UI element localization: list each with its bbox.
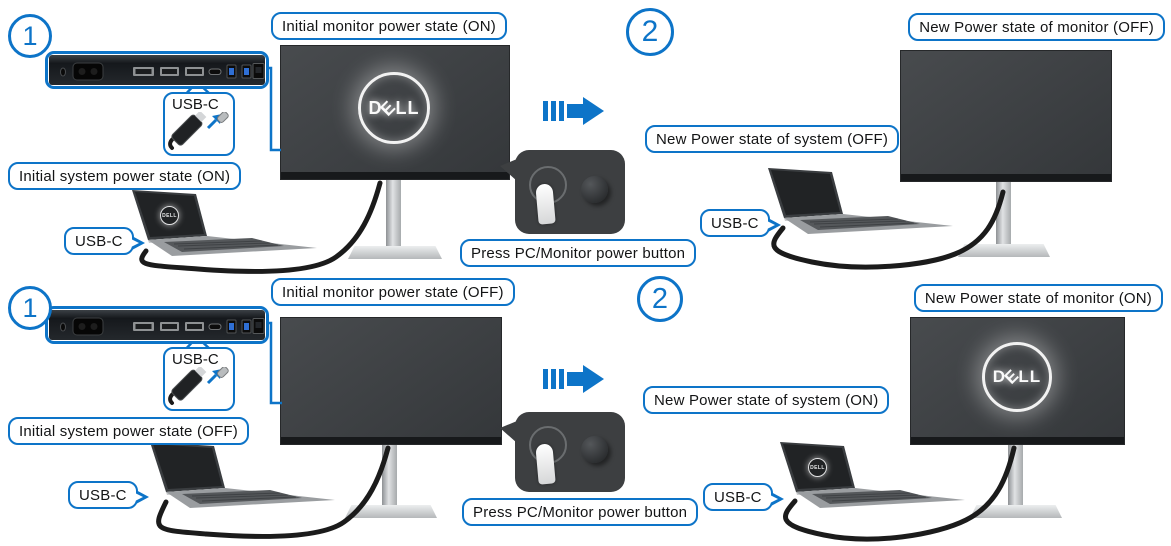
usbc-plug-icon: [168, 112, 229, 150]
monitor-screen-off: [280, 317, 502, 445]
initial-monitor-state-label: Initial monitor power state (OFF): [271, 278, 515, 306]
dell-logo-letter: LL: [1018, 367, 1042, 386]
inlet-pin: [78, 68, 86, 75]
new-system-state-label: New Power state of system (ON): [643, 386, 890, 414]
hdmi-port-inner: [135, 69, 152, 74]
monitor-screen-off: [900, 50, 1112, 182]
monitor-stand: [1008, 443, 1023, 505]
dell-logo-letter: D: [992, 367, 1007, 386]
initial-monitor-state-label: Initial monitor power state (ON): [271, 12, 507, 40]
step-2-badge: 2: [637, 276, 683, 322]
dp-port-inner: [187, 69, 202, 74]
laptop-dell-logo: DELL: [160, 206, 179, 225]
dell-logo-letter: LL: [395, 97, 420, 118]
finger-pressing-icon: [535, 443, 556, 485]
kensington-lock-slot: [60, 322, 66, 332]
kensington-lock-slot: [60, 67, 66, 77]
dp-port-inner: [187, 324, 202, 329]
usb-a-tab: [244, 68, 249, 75]
inlet-pin: [78, 323, 86, 330]
laptop-on: [760, 438, 970, 508]
usbc-plug-icon: [168, 367, 229, 405]
usb-a-tab: [229, 68, 234, 75]
initial-system-state-label: Initial system power state (ON): [8, 162, 242, 190]
usb-c-port: [208, 323, 222, 330]
power-button-closeup: [500, 412, 625, 492]
usb-a-tab: [229, 323, 234, 330]
rj45-inner: [255, 67, 262, 73]
step-2-badge: 2: [626, 8, 674, 56]
usbc-laptop-label: USB-C: [703, 483, 784, 511]
monitor-base: [345, 505, 437, 518]
joystick-button: [581, 176, 608, 203]
usbc-port-callout-label: USB-C: [172, 96, 219, 113]
step-1-badge: 1: [8, 286, 52, 330]
usbc-port-callout-label: USB-C: [172, 351, 219, 368]
usbc-connector-callout: USB-C: [163, 92, 235, 156]
monitor-stand: [382, 443, 397, 505]
dell-logo-letter: D: [368, 97, 383, 118]
transition-arrow-icon: [543, 94, 605, 128]
ac-power-inlet: [72, 62, 104, 81]
ac-power-inlet: [72, 317, 104, 336]
monitor-stand: [386, 178, 401, 247]
step-1-badge: 1: [8, 14, 52, 58]
inlet-pin: [90, 323, 98, 330]
transition-arrow-icon: [543, 362, 605, 396]
usbc-laptop-label: USB-C: [700, 209, 781, 237]
press-power-button-label: Press PC/Monitor power button: [460, 239, 697, 267]
usbc-connector-callout: USB-C: [163, 347, 235, 411]
new-monitor-state-label: New Power state of monitor (OFF): [908, 13, 1165, 41]
usb-c-port: [208, 68, 222, 75]
inlet-pin: [90, 68, 98, 75]
usbc-laptop-label: USB-C: [64, 227, 145, 255]
dp-port-inner: [162, 324, 177, 329]
initial-system-state-label: Initial system power state (OFF): [8, 417, 249, 445]
usbc-laptop-label: USB-C: [68, 481, 149, 509]
finger-pressing-icon: [535, 183, 556, 225]
laptop-logo-text: DELL: [162, 212, 177, 219]
press-power-button-label: Press PC/Monitor power button: [462, 498, 699, 526]
joystick-button: [581, 436, 608, 463]
monitor-rear-ports-panel: [45, 306, 269, 344]
monitor-base: [348, 246, 442, 259]
new-system-state-label: New Power state of system (OFF): [645, 125, 900, 153]
monitor-rear-ports-panel: [45, 51, 269, 89]
rj45-inner: [255, 322, 262, 328]
laptop-off: [130, 438, 340, 508]
monitor-stand: [996, 180, 1011, 246]
usb-a-tab: [244, 323, 249, 330]
monitor-base: [958, 244, 1050, 257]
hdmi-port-inner: [135, 324, 152, 329]
new-monitor-state-label: New Power state of monitor (ON): [913, 284, 1163, 312]
laptop-logo-text: DELL: [810, 464, 825, 471]
monitor-base: [970, 505, 1062, 518]
laptop-dell-logo: DELL: [808, 458, 827, 477]
dp-port-inner: [162, 69, 177, 74]
power-button-closeup: [500, 150, 625, 234]
